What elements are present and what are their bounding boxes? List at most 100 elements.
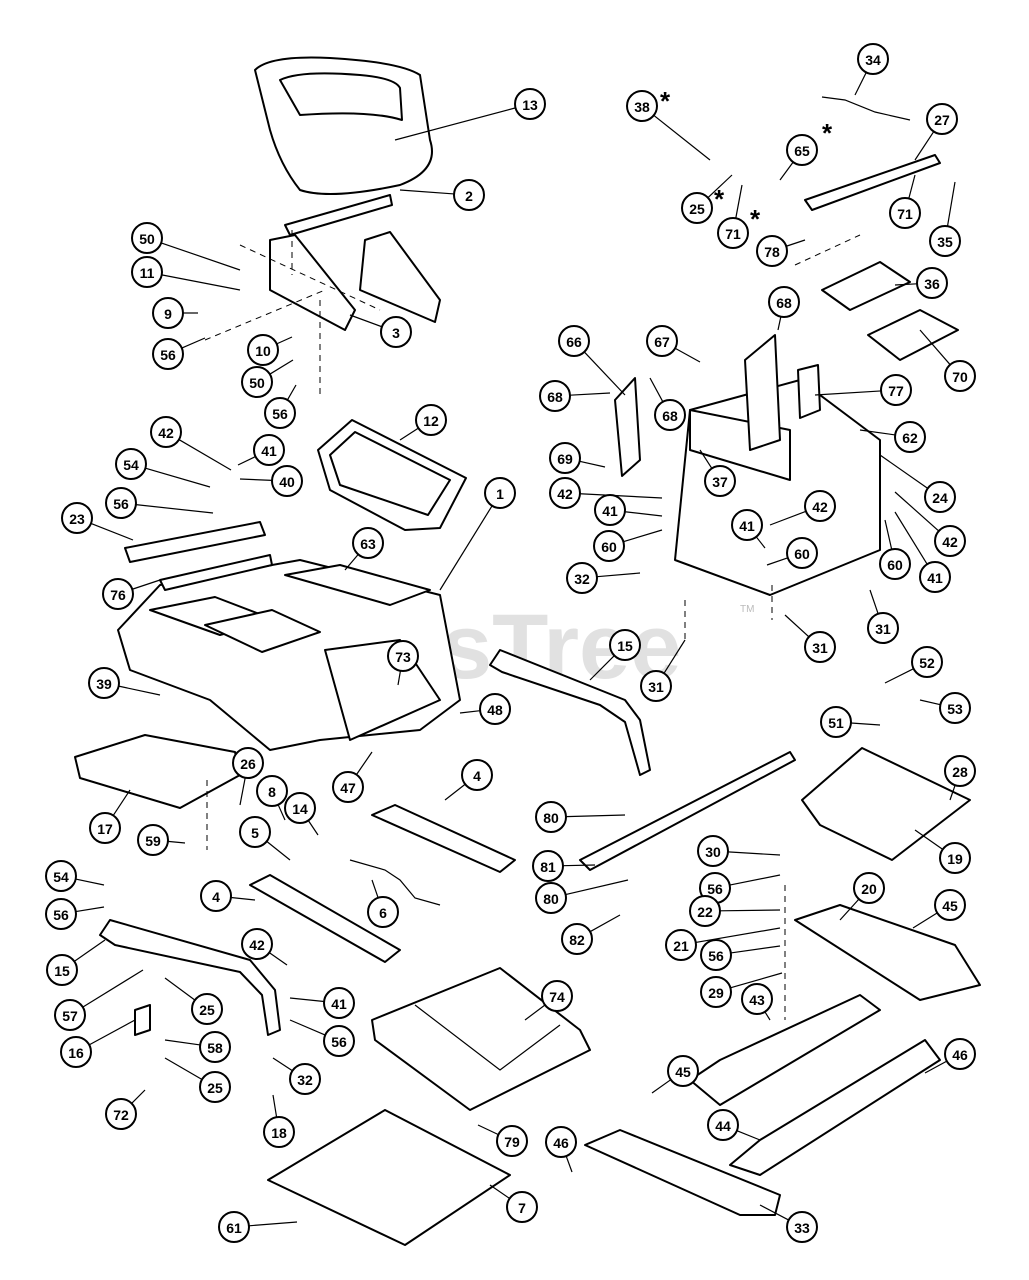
callout-40[interactable]: 40	[239, 465, 303, 497]
callout-30[interactable]: 30	[697, 835, 781, 867]
callout-31[interactable]: 31	[867, 589, 899, 644]
callout-71[interactable]: 71	[717, 184, 749, 249]
callout-8[interactable]: 8	[256, 775, 288, 821]
callout-17[interactable]: 17	[89, 789, 131, 844]
callout-67[interactable]: 67	[646, 325, 701, 363]
callout-41[interactable]: 41	[594, 494, 663, 526]
callout-6[interactable]: 6	[367, 879, 399, 928]
callout-76[interactable]: 76	[102, 578, 161, 610]
callout-80[interactable]: 80	[535, 879, 629, 914]
callout-68[interactable]: 68	[539, 380, 611, 412]
callout-43[interactable]: 43	[741, 983, 773, 1021]
callout-50[interactable]: 50	[241, 359, 294, 398]
callout-38[interactable]: 38	[626, 90, 711, 161]
callout-7[interactable]: 7	[489, 1184, 538, 1223]
callout-36[interactable]: 36	[894, 267, 948, 299]
callout-41[interactable]: 41	[237, 434, 285, 466]
callout-39[interactable]: 39	[88, 667, 161, 699]
callout-46[interactable]: 46	[924, 1038, 976, 1074]
callout-28[interactable]: 28	[944, 755, 976, 801]
callout-71[interactable]: 71	[889, 174, 921, 229]
callout-21[interactable]: 21	[665, 927, 781, 961]
callout-42[interactable]: 42	[549, 477, 663, 509]
callout-4[interactable]: 4	[444, 759, 493, 801]
callout-61[interactable]: 61	[218, 1211, 298, 1243]
callout-25[interactable]: 25	[164, 1057, 231, 1103]
callout-57[interactable]: 57	[54, 969, 144, 1031]
callout-10[interactable]: 10	[247, 334, 293, 366]
callout-56[interactable]: 56	[289, 1019, 355, 1057]
callout-32[interactable]: 32	[566, 562, 641, 594]
callout-68[interactable]: 68	[768, 286, 800, 331]
callout-41[interactable]: 41	[894, 511, 951, 593]
callout-59[interactable]: 59	[137, 824, 186, 856]
callout-23[interactable]: 23	[61, 502, 134, 541]
callout-11[interactable]: 11	[131, 256, 241, 291]
callout-58[interactable]: 58	[164, 1031, 231, 1063]
callout-70[interactable]: 70	[919, 329, 976, 392]
callout-51[interactable]: 51	[820, 706, 881, 738]
callout-26[interactable]: 26	[232, 747, 264, 806]
callout-29[interactable]: 29	[700, 972, 783, 1008]
callout-18[interactable]: 18	[263, 1094, 295, 1148]
callout-54[interactable]: 54	[45, 860, 105, 892]
callout-13[interactable]: 13	[394, 88, 546, 141]
callout-74[interactable]: 74	[524, 980, 573, 1021]
callout-50[interactable]: 50	[131, 222, 241, 271]
callout-52[interactable]: 52	[884, 646, 943, 684]
callout-73[interactable]: 73	[387, 640, 419, 686]
callout-25[interactable]: 25	[681, 174, 733, 224]
callout-22[interactable]: 22	[689, 895, 781, 927]
callout-68[interactable]: 68	[649, 377, 686, 431]
callout-42[interactable]: 42	[769, 490, 836, 526]
callout-32[interactable]: 32	[272, 1057, 321, 1095]
callout-60[interactable]: 60	[593, 529, 663, 562]
callout-15[interactable]: 15	[589, 629, 641, 681]
callout-41[interactable]: 41	[289, 987, 355, 1019]
callout-9[interactable]: 9	[152, 297, 198, 329]
callout-56[interactable]: 56	[264, 384, 297, 429]
callout-16[interactable]: 16	[60, 1019, 136, 1068]
callout-54[interactable]: 54	[115, 448, 211, 488]
callout-44[interactable]: 44	[707, 1109, 761, 1141]
callout-81[interactable]: 81	[532, 850, 596, 882]
callout-35[interactable]: 35	[929, 181, 961, 257]
callout-80[interactable]: 80	[535, 801, 626, 833]
callout-25[interactable]: 25	[164, 977, 223, 1025]
callout-42[interactable]: 42	[150, 416, 232, 471]
callout-4[interactable]: 4	[200, 880, 256, 912]
callout-66[interactable]: 66	[558, 325, 626, 396]
callout-33[interactable]: 33	[759, 1204, 818, 1243]
callout-69[interactable]: 69	[549, 442, 606, 474]
callout-1[interactable]: 1	[439, 477, 516, 591]
callout-5[interactable]: 5	[239, 816, 291, 861]
callout-24[interactable]: 24	[879, 454, 956, 513]
callout-78[interactable]: 78	[756, 235, 806, 267]
callout-12[interactable]: 12	[399, 404, 447, 441]
callout-60[interactable]: 60	[879, 519, 911, 580]
callout-62[interactable]: 62	[859, 421, 926, 453]
callout-42[interactable]: 42	[894, 491, 966, 557]
callout-37[interactable]: 37	[699, 449, 736, 497]
callout-72[interactable]: 72	[105, 1089, 146, 1130]
callout-15[interactable]: 15	[46, 939, 106, 986]
callout-31[interactable]: 31	[784, 614, 836, 663]
callout-41[interactable]: 41	[731, 509, 766, 549]
callout-45[interactable]: 45	[651, 1055, 699, 1094]
callout-56[interactable]: 56	[700, 939, 781, 971]
callout-63[interactable]: 63	[344, 527, 384, 571]
callout-3[interactable]: 3	[349, 314, 412, 348]
callout-45[interactable]: 45	[912, 889, 966, 929]
callout-77[interactable]: 77	[814, 374, 912, 406]
callout-31[interactable]: 31	[640, 639, 686, 702]
callout-14[interactable]: 14	[284, 792, 319, 836]
callout-60[interactable]: 60	[766, 537, 818, 569]
callout-27[interactable]: 27	[914, 103, 958, 161]
callout-82[interactable]: 82	[561, 914, 621, 955]
callout-47[interactable]: 47	[332, 751, 373, 803]
callout-56[interactable]: 56	[45, 898, 105, 930]
callout-2[interactable]: 2	[399, 179, 485, 211]
callout-48[interactable]: 48	[459, 693, 511, 725]
callout-20[interactable]: 20	[839, 872, 885, 921]
callout-65[interactable]: 65	[779, 134, 818, 181]
